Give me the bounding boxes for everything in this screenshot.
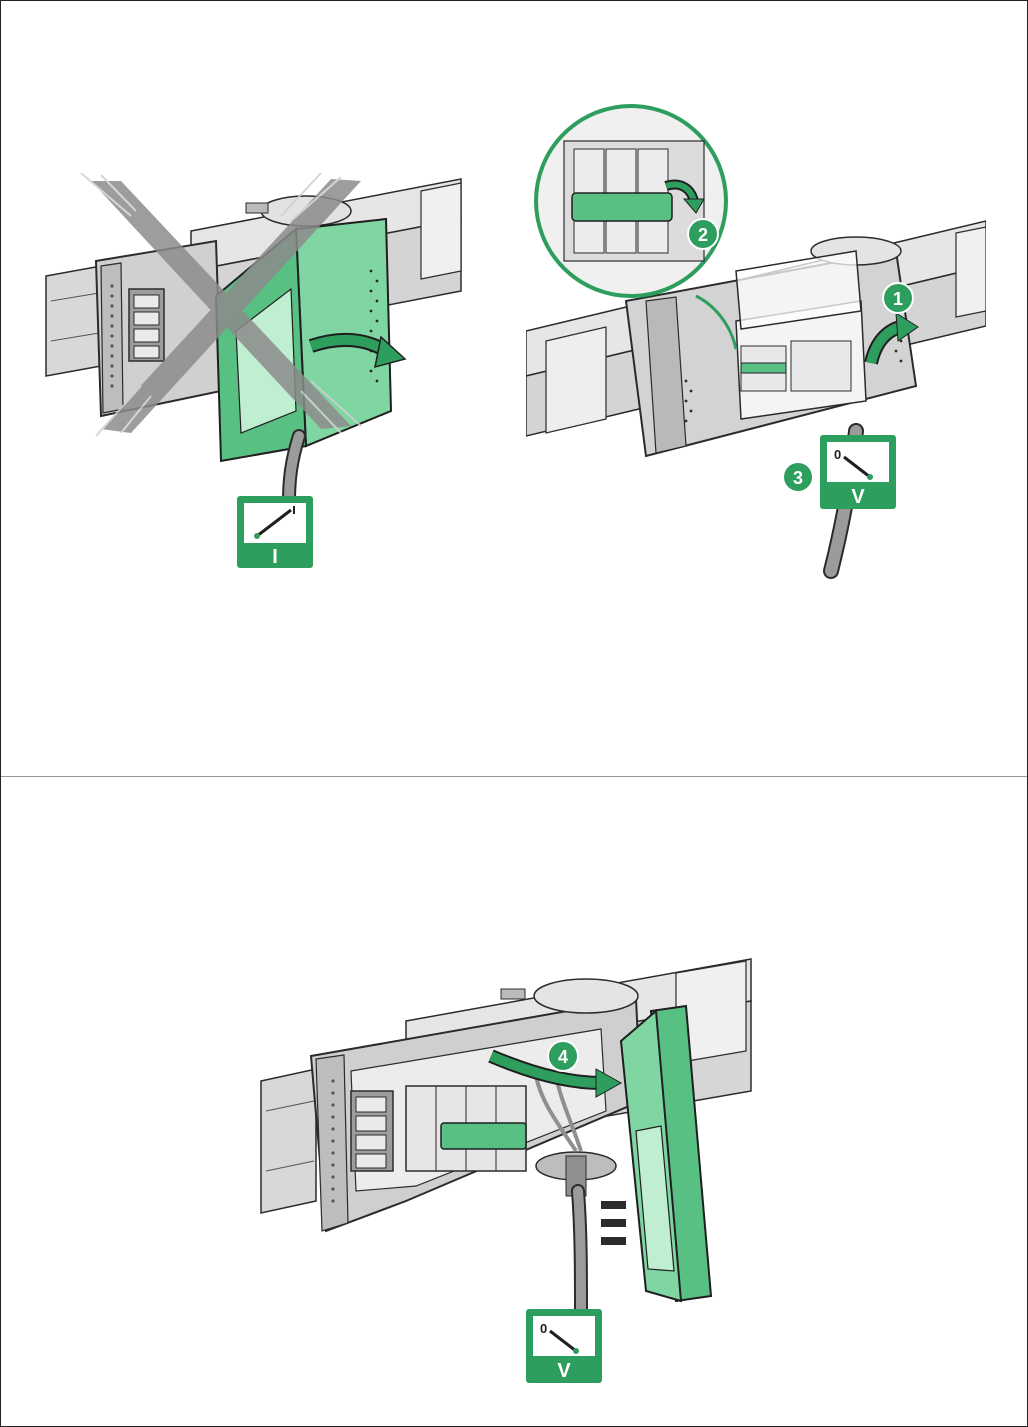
step-2-number: 2 (698, 225, 708, 245)
ammeter-label: I (272, 546, 278, 568)
green-cover (601, 1004, 713, 1303)
curved-arrow-icon (488, 1049, 623, 1098)
voltmeter-icon: 0 V (820, 435, 896, 509)
voltmeter-icon: 0 V (526, 1309, 602, 1383)
ammeter-icon: I (237, 496, 313, 568)
step-4-number: 4 (558, 1047, 568, 1067)
curved-arrow-icon (664, 179, 705, 214)
panel-switch-off-steps: 2 1 3 0 V (526, 104, 986, 579)
panel-forbidden-opening: I (45, 172, 462, 568)
voltmeter-zero: 0 (834, 447, 841, 462)
curved-arrow-icon (864, 312, 919, 365)
step-badge-2: 2 (687, 218, 719, 250)
step-badge-1: 1 (882, 282, 914, 314)
step-1-number: 1 (893, 289, 903, 309)
curved-arrow-icon (308, 333, 407, 369)
step-badge-3: 3 (782, 461, 814, 493)
step-3-number: 3 (793, 468, 803, 488)
x-mark-icon (80, 172, 362, 437)
voltmeter-label: V (851, 486, 865, 508)
step-badge-4: 4 (547, 1040, 579, 1072)
section-divider (1, 776, 1027, 777)
voltmeter-zero: 0 (540, 1321, 547, 1336)
zoom-callout: 2 (534, 104, 738, 350)
panel-open-cover: 4 0 V (260, 958, 752, 1383)
voltmeter-label: V (557, 1360, 571, 1382)
tap-off-box (624, 236, 918, 458)
tap-off-box (309, 978, 643, 1233)
